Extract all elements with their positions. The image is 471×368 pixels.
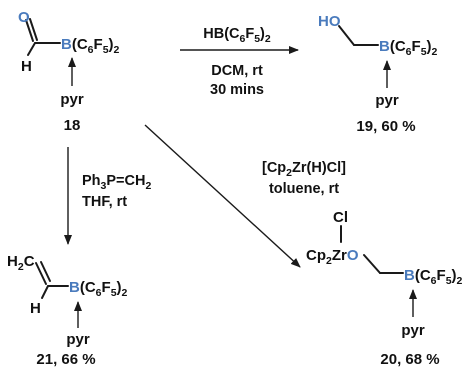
o-ch2-bond (363, 254, 381, 274)
boron-group: B(C6F5)2 (61, 36, 120, 56)
down-reagent: Ph3P=CH2 (82, 173, 151, 192)
pyr-label: pyr (60, 91, 84, 108)
oc-bond (338, 25, 355, 46)
hydrogen-atom: H (21, 58, 32, 75)
boron-group-20: B(C6F5)2 (404, 267, 463, 287)
vinyl-bond-2 (40, 261, 51, 282)
chloride-label: Cl (333, 209, 348, 226)
diagonal-reagent: [Cp2Zr(H)Cl] (262, 160, 346, 179)
zirconium-group: Cp2ZrO (306, 247, 359, 267)
reaction-down: Ph3P=CH2 THF, rt (64, 147, 151, 245)
oxygen-atom: O (18, 9, 30, 26)
top-time: 30 mins (210, 82, 264, 98)
compound-number-20: 20, 68 % (380, 351, 439, 368)
methylene-group: H2C (7, 253, 35, 273)
pyr-label-20: pyr (401, 322, 425, 339)
reaction-top: HB(C6F5)2 DCM, rt 30 mins (180, 26, 299, 98)
diagonal-solvent: toluene, rt (269, 181, 339, 197)
reaction-diagonal: [Cp2Zr(H)Cl] toluene, rt (144, 124, 346, 268)
hydroxyl-group: HO (318, 13, 341, 30)
vinyl-ch-bond (41, 285, 49, 299)
boron-group-19: B(C6F5)2 (379, 38, 438, 58)
boron-atom: B (61, 36, 72, 53)
ch-bond (27, 42, 36, 56)
compound-19: HO B(C6F5)2 pyr 19, 60 % (318, 13, 438, 135)
vinyl-hydrogen: H (30, 300, 41, 317)
compound-20: Cl Cp2ZrO B(C6F5)2 pyr 20, 68 % (306, 209, 463, 368)
carbonyl-bond-2 (29, 18, 38, 41)
diagonal-reaction-arrow (144, 124, 301, 268)
compound-21: H2C H B(C6F5)2 pyr 21, 66 % (7, 253, 128, 368)
top-reagent: HB(C6F5)2 (203, 26, 271, 45)
compound-number-19: 19, 60 % (356, 118, 415, 135)
down-solvent: THF, rt (82, 194, 127, 210)
vinyl-bond-1 (35, 262, 47, 285)
carbonyl-bond-1 (25, 19, 34, 42)
compound-number-18: 18 (64, 117, 81, 134)
pyr-label-19: pyr (375, 92, 399, 109)
compound-18: O H B(C6F5)2 pyr 18 (18, 9, 120, 134)
pyr-label-21: pyr (66, 331, 90, 348)
top-solvent: DCM, rt (211, 63, 263, 79)
boron-group-21: B(C6F5)2 (69, 279, 128, 299)
compound-number-21: 21, 66 % (36, 351, 95, 368)
